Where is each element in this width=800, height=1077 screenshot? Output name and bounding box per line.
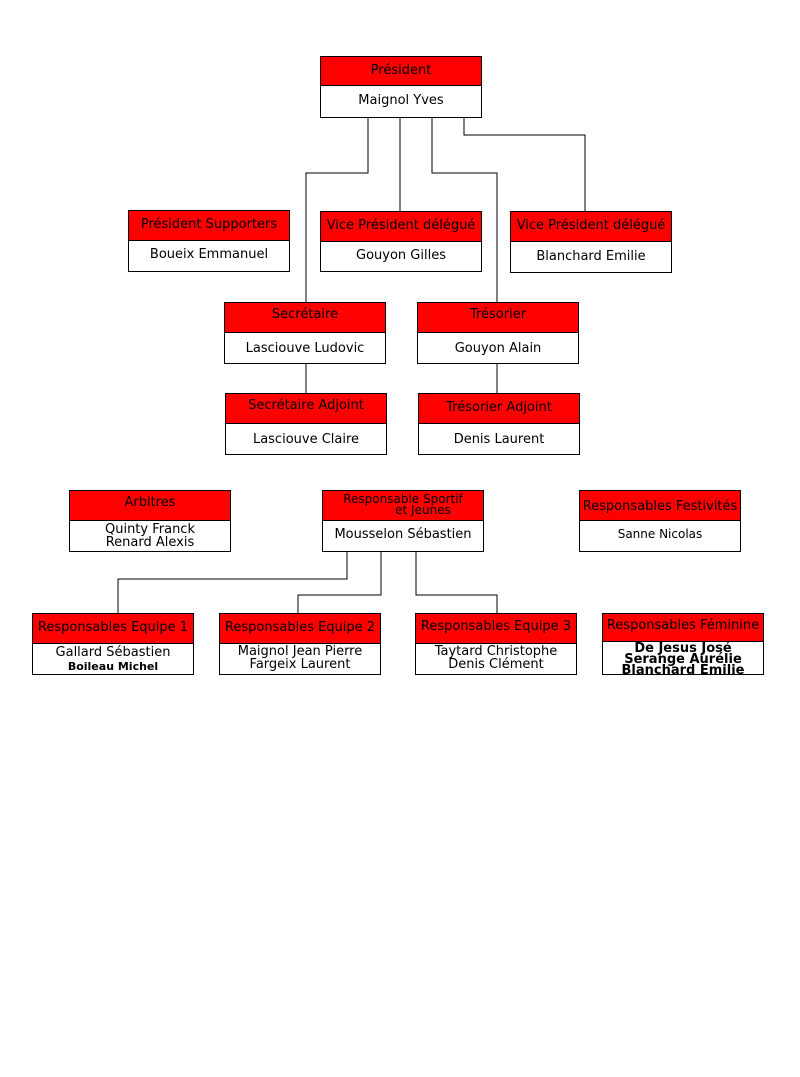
node-title: Responsables Equipe 2 <box>220 614 380 644</box>
node-responsables-feminine: Responsables Féminine De Jesus José Sera… <box>602 613 764 678</box>
node-responsables-equipe-3: Responsables Equipe 3 Taytard Christophe… <box>415 613 577 675</box>
node-title-line: Responsable Sportif <box>343 492 463 506</box>
node-names: Maignol Jean Pierre Fargeix Laurent <box>220 644 380 671</box>
member-name: Denis Clément <box>448 657 544 672</box>
node-title: Président <box>321 57 481 86</box>
node-title: Trésorier Adjoint <box>419 394 579 424</box>
node-responsables-festivites: Responsables Festivités Sanne Nicolas <box>579 490 741 552</box>
node-title: Responsables Féminine <box>603 614 763 642</box>
node-secretaire-adjoint: Secrétaire Adjoint Lasciouve Claire <box>225 393 387 455</box>
member-name: Blanchard Emilie <box>621 663 745 678</box>
node-names: Denis Laurent <box>419 424 579 447</box>
node-names: Gallard Sébastien Boileau Michel <box>33 644 193 673</box>
member-name: Renard Alexis <box>105 535 195 550</box>
member-name: Mousselon Sébastien <box>334 527 472 542</box>
node-responsables-equipe-2: Responsables Equipe 2 Maignol Jean Pierr… <box>219 613 381 675</box>
node-vice-president-2: Vice Président délégué Blanchard Emilie <box>510 211 672 273</box>
node-names: Mousselon Sébastien <box>323 521 483 542</box>
node-president: Président Maignol Yves <box>320 56 482 118</box>
node-names: Maignol Yves <box>321 86 481 108</box>
node-title-line: et Jeunes <box>395 503 451 517</box>
node-names: De Jesus José Serange Aurélie Blanchard … <box>603 641 763 678</box>
member-name: Blanchard Emilie <box>536 249 646 264</box>
node-title: Responsable Sportif et Jeunes <box>323 491 483 521</box>
link-president-vp2 <box>463 118 586 211</box>
member-name: Gouyon Alain <box>454 341 542 356</box>
member-name: Fargeix Laurent <box>249 657 351 672</box>
node-names: Lasciouve Claire <box>226 424 386 447</box>
link-sportif-equipe1 <box>117 552 348 613</box>
link-president-secretaire <box>305 118 369 302</box>
node-tresorier: Trésorier Gouyon Alain <box>417 302 579 364</box>
member-name: Gallard Sébastien <box>55 645 171 660</box>
node-president-supporters: Président Supporters Boueix Emmanuel <box>128 210 290 272</box>
node-title: Secrétaire Adjoint <box>226 394 386 424</box>
node-tresorier-adjoint: Trésorier Adjoint Denis Laurent <box>418 393 580 455</box>
member-name: Serange Aurélie <box>624 652 742 667</box>
member-name: Sanne Nicolas <box>617 527 703 541</box>
member-name: Boueix Emmanuel <box>149 247 269 262</box>
link-sportif-equipe3 <box>415 552 498 613</box>
node-names: Gouyon Alain <box>418 333 578 356</box>
node-title: Trésorier <box>418 303 578 333</box>
node-title: Vice Président délégué <box>321 212 481 242</box>
member-name: Maignol Jean Pierre <box>237 644 363 659</box>
node-title: Vice Président délégué <box>511 212 671 242</box>
node-title: Responsables Equipe 3 <box>416 614 576 644</box>
member-name: Maignol Yves <box>358 93 444 108</box>
node-names: Sanne Nicolas <box>580 521 740 541</box>
node-title: Arbitres <box>70 491 230 521</box>
node-names: Gouyon Gilles <box>321 242 481 263</box>
node-names: Boueix Emmanuel <box>129 241 289 262</box>
node-names: Blanchard Emilie <box>511 242 671 264</box>
node-secretaire: Secrétaire Lasciouve Ludovic <box>224 302 386 364</box>
node-title: Responsables Equipe 1 <box>33 614 193 644</box>
node-title: Président Supporters <box>129 211 289 241</box>
member-name: Taytard Christophe <box>434 644 558 659</box>
member-name: Denis Laurent <box>453 432 545 447</box>
link-sportif-equipe2 <box>297 552 382 613</box>
link-president-tresorier <box>431 118 498 302</box>
member-name: Quinty Franck <box>104 522 195 537</box>
node-title: Secrétaire <box>225 303 385 333</box>
node-names: Lasciouve Ludovic <box>225 333 385 356</box>
member-name: Boileau Michel <box>67 660 159 673</box>
node-arbitres: Arbitres Quinty Franck Renard Alexis <box>69 490 231 552</box>
member-name: Lasciouve Claire <box>252 432 360 447</box>
node-vice-president-1: Vice Président délégué Gouyon Gilles <box>320 211 482 272</box>
member-name: Lasciouve Ludovic <box>245 341 365 356</box>
node-responsable-sportif: Responsable Sportif et Jeunes Mousselon … <box>322 490 484 552</box>
node-names: Quinty Franck Renard Alexis <box>70 521 230 549</box>
node-names: Taytard Christophe Denis Clément <box>416 644 576 671</box>
member-name: De Jesus José <box>634 641 732 656</box>
node-title: Responsables Festivités <box>580 491 740 521</box>
node-responsables-equipe-1: Responsables Equipe 1 Gallard Sébastien … <box>32 613 194 675</box>
member-name: Gouyon Gilles <box>356 248 446 263</box>
